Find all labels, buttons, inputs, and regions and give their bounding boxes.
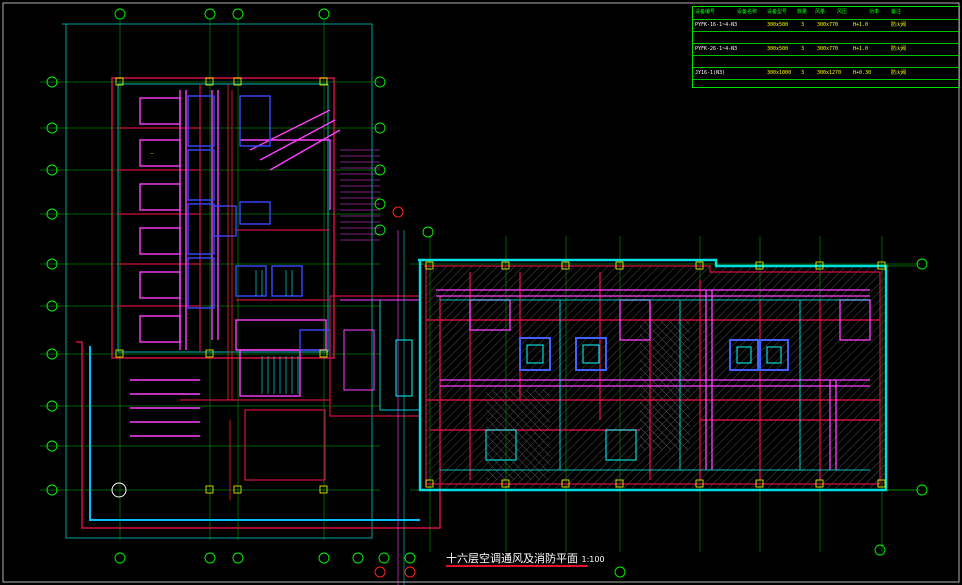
drawing-title-text: 十六层空调通风及消防平面 <box>446 552 578 565</box>
schedule-cell: 3 <box>801 46 805 52</box>
west-wing <box>40 20 441 540</box>
connector-zone <box>329 230 421 585</box>
schedule-row: PYFK-26-1~4-N3 300x500 3 300x770 H+1.0 防… <box>693 43 959 54</box>
schedule-row <box>693 31 959 42</box>
schedule-cell: JY16-1(N3) <box>695 70 726 76</box>
red-axis-bubbles <box>374 206 416 578</box>
schedule-cell: 防火阀 <box>891 46 907 52</box>
schedule-header-cell: 设备型号 <box>767 9 788 15</box>
equipment-schedule: 设备编号 设备名称 设备型号 数量 风量 风压 功率 备注 PYFK-16-1~… <box>692 6 960 88</box>
schedule-cell: PYFK-26-1~4-N3 <box>695 46 738 52</box>
schedule-header-cell: 功率 <box>869 9 880 15</box>
schedule-header-cell: 设备名称 <box>737 9 758 15</box>
schedule-row <box>693 79 959 90</box>
schedule-cell: 300x500 <box>767 22 789 28</box>
schedule-header-cell: 设备编号 <box>695 9 716 15</box>
schedule-cell: 300x770 <box>817 22 839 28</box>
schedule-header-cell: 风压 <box>837 9 848 15</box>
schedule-header-cell: 备注 <box>891 9 902 15</box>
schedule-cell: 300x1270 <box>817 70 842 76</box>
schedule-cell: 300x500 <box>767 46 789 52</box>
schedule-cell: 防火阀 <box>891 70 907 76</box>
schedule-cell: 3 <box>801 22 805 28</box>
schedule-row <box>693 55 959 66</box>
schedule-row: PYFK-16-1~4-N3 300x500 3 300x770 H+1.0 防… <box>693 19 959 30</box>
drawing-scale: 1:100 <box>581 555 605 564</box>
schedule-cell: 300x1000 <box>767 70 792 76</box>
plan-tags: — <box>150 151 154 156</box>
drawing-title: 十六层空调通风及消防平面 1:100 <box>446 550 605 566</box>
east-wing <box>410 236 920 552</box>
axis-bubbles <box>46 8 928 578</box>
schedule-row: JY16-1(N3) 300x1000 3 300x1270 H+0.30 防火… <box>693 67 959 78</box>
schedule-cell: H+1.0 <box>853 46 869 52</box>
schedule-cell: 300x770 <box>817 46 839 52</box>
svg-text:—: — <box>150 151 154 156</box>
schedule-cell: PYFK-16-1~4-N3 <box>695 22 738 28</box>
title-underline <box>446 565 588 567</box>
schedule-cell: H+0.30 <box>853 70 872 76</box>
schedule-header-cell: 风量 <box>815 9 826 15</box>
schedule-header-row: 设备编号 设备名称 设备型号 数量 风量 风压 功率 备注 <box>693 7 959 17</box>
schedule-cell: H+1.0 <box>853 22 869 28</box>
schedule-header-cell: 数量 <box>797 9 808 15</box>
schedule-cell: 3 <box>801 70 805 76</box>
west-core-wall <box>111 77 335 359</box>
schedule-cell: 防火阀 <box>891 22 907 28</box>
